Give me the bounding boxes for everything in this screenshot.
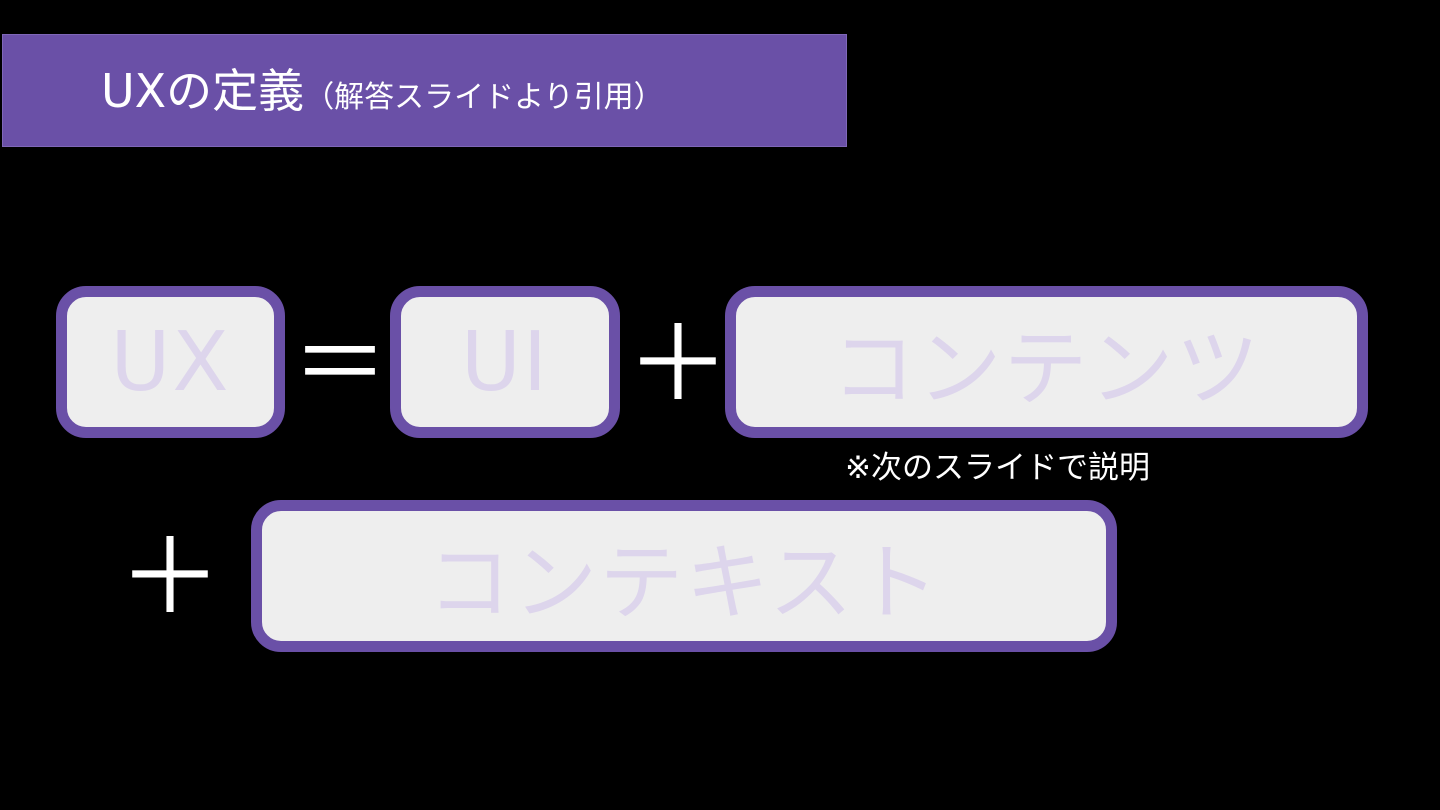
- content-box: コンテンツ: [725, 286, 1368, 438]
- plus-sign-2: ＋: [118, 516, 223, 638]
- title-sub: （解答スライドより引用）: [304, 80, 664, 115]
- context-box: コンテキスト: [251, 500, 1117, 652]
- equals-sign: ＝: [292, 308, 388, 420]
- content-term: コンテンツ: [831, 319, 1262, 418]
- ux-box: UX: [56, 286, 285, 438]
- slide-title: UXの定義（解答スライドより引用）: [101, 61, 664, 128]
- title-bar: UXの定義（解答スライドより引用）: [2, 34, 847, 147]
- ux-term: UX: [110, 314, 231, 410]
- ui-box: UI: [390, 286, 620, 438]
- ui-term: UI: [460, 314, 550, 410]
- title-main: UXの定義: [101, 64, 305, 118]
- context-term: コンテキスト: [427, 533, 941, 632]
- content-note: ※次のスライドで説明: [845, 450, 1150, 486]
- plus-sign-1: ＋: [626, 303, 731, 425]
